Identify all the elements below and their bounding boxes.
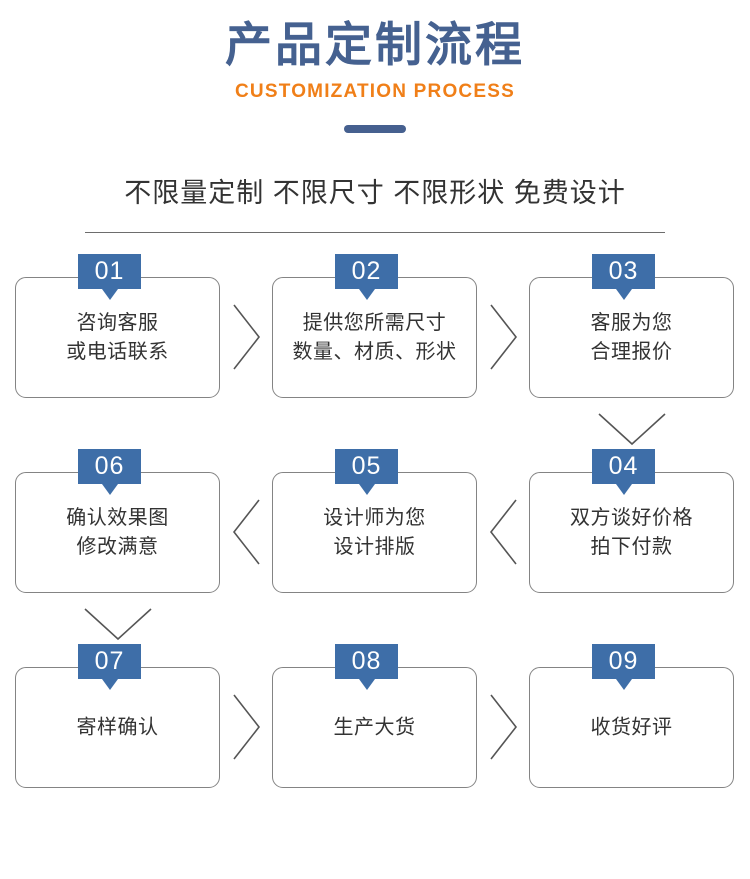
page-header: 产品定制流程 CUSTOMIZATION PROCESS [0, 0, 750, 134]
page-subtitle-english: CUSTOMIZATION PROCESS [235, 81, 515, 103]
step-number-badge-03: 03 [592, 254, 655, 301]
step-number-badge-01: 01 [78, 254, 141, 301]
chevron-left-icon-04-05 [487, 494, 521, 570]
step-label-line2-03: 合理报价 [590, 340, 673, 363]
flow-step-07[interactable]: 07 寄样确认 [15, 644, 220, 789]
process-flow-diagram: 01 咨询客服 或电话联系 02 提供您所需尺寸 数量、材质、形状 03 客服为… [0, 253, 750, 853]
step-label-09: 收货好评 [530, 713, 733, 742]
step-label-line1-07: 寄样确认 [76, 716, 159, 739]
flow-step-02[interactable]: 02 提供您所需尺寸 数量、材质、形状 [272, 254, 477, 399]
step-label-03: 客服为您 合理报价 [530, 309, 733, 367]
step-label-line1-08: 生产大货 [333, 716, 416, 739]
step-label-line2-05: 设计排版 [333, 535, 416, 558]
subheadline-section: 不限量定制 不限尺寸 不限形状 免费设计 [0, 171, 750, 234]
chevron-left-icon-05-06 [230, 494, 264, 570]
flow-step-05[interactable]: 05 设计师为您 设计排版 [272, 449, 477, 594]
step-number-badge-02: 02 [335, 254, 398, 301]
step-label-08: 生产大货 [273, 713, 476, 742]
step-label-line2-01: 或电话联系 [66, 340, 169, 363]
step-label-line1-09: 收货好评 [590, 716, 673, 739]
flow-step-01[interactable]: 01 咨询客服 或电话联系 [15, 254, 220, 399]
flow-step-09[interactable]: 09 收货好评 [529, 644, 734, 789]
step-label-06: 确认效果图 修改满意 [16, 504, 219, 562]
page-title: 产品定制流程 [225, 18, 525, 71]
chevron-down-icon-06-07 [80, 605, 156, 645]
subheadline-text: 不限量定制 不限尺寸 不限形状 免费设计 [124, 178, 626, 209]
chevron-right-icon-07-08 [230, 689, 264, 765]
step-number-badge-07: 07 [78, 644, 141, 691]
chevron-right-icon-01-02 [230, 299, 264, 375]
step-label-04: 双方谈好价格 拍下付款 [530, 504, 733, 562]
step-label-line1-01: 咨询客服 [76, 311, 159, 334]
step-number-badge-05: 05 [335, 449, 398, 496]
chevron-right-icon-02-03 [487, 299, 521, 375]
step-label-line2-04: 拍下付款 [590, 535, 673, 558]
step-label-line2-06: 修改满意 [76, 535, 159, 558]
chevron-down-icon-03-04 [594, 410, 670, 450]
step-label-line1-02: 提供您所需尺寸 [302, 311, 447, 334]
step-label-line1-06: 确认效果图 [66, 506, 169, 529]
step-number-badge-06: 06 [78, 449, 141, 496]
step-label-05: 设计师为您 设计排版 [273, 504, 476, 562]
flow-step-06[interactable]: 06 确认效果图 修改满意 [15, 449, 220, 594]
step-label-02: 提供您所需尺寸 数量、材质、形状 [273, 309, 476, 367]
step-number-badge-09: 09 [592, 644, 655, 691]
step-label-01: 咨询客服 或电话联系 [16, 309, 219, 367]
flow-step-03[interactable]: 03 客服为您 合理报价 [529, 254, 734, 399]
flow-step-08[interactable]: 08 生产大货 [272, 644, 477, 789]
chevron-right-icon-08-09 [487, 689, 521, 765]
step-label-line1-04: 双方谈好价格 [570, 506, 693, 529]
flow-step-04[interactable]: 04 双方谈好价格 拍下付款 [529, 449, 734, 594]
step-number-badge-08: 08 [335, 644, 398, 691]
step-label-line2-02: 数量、材质、形状 [292, 340, 457, 363]
step-label-line1-05: 设计师为您 [323, 506, 426, 529]
subheadline-divider [85, 232, 665, 234]
title-underline-bar [344, 125, 406, 134]
step-label-line1-03: 客服为您 [590, 311, 673, 334]
step-label-07: 寄样确认 [16, 713, 219, 742]
step-number-badge-04: 04 [592, 449, 655, 496]
